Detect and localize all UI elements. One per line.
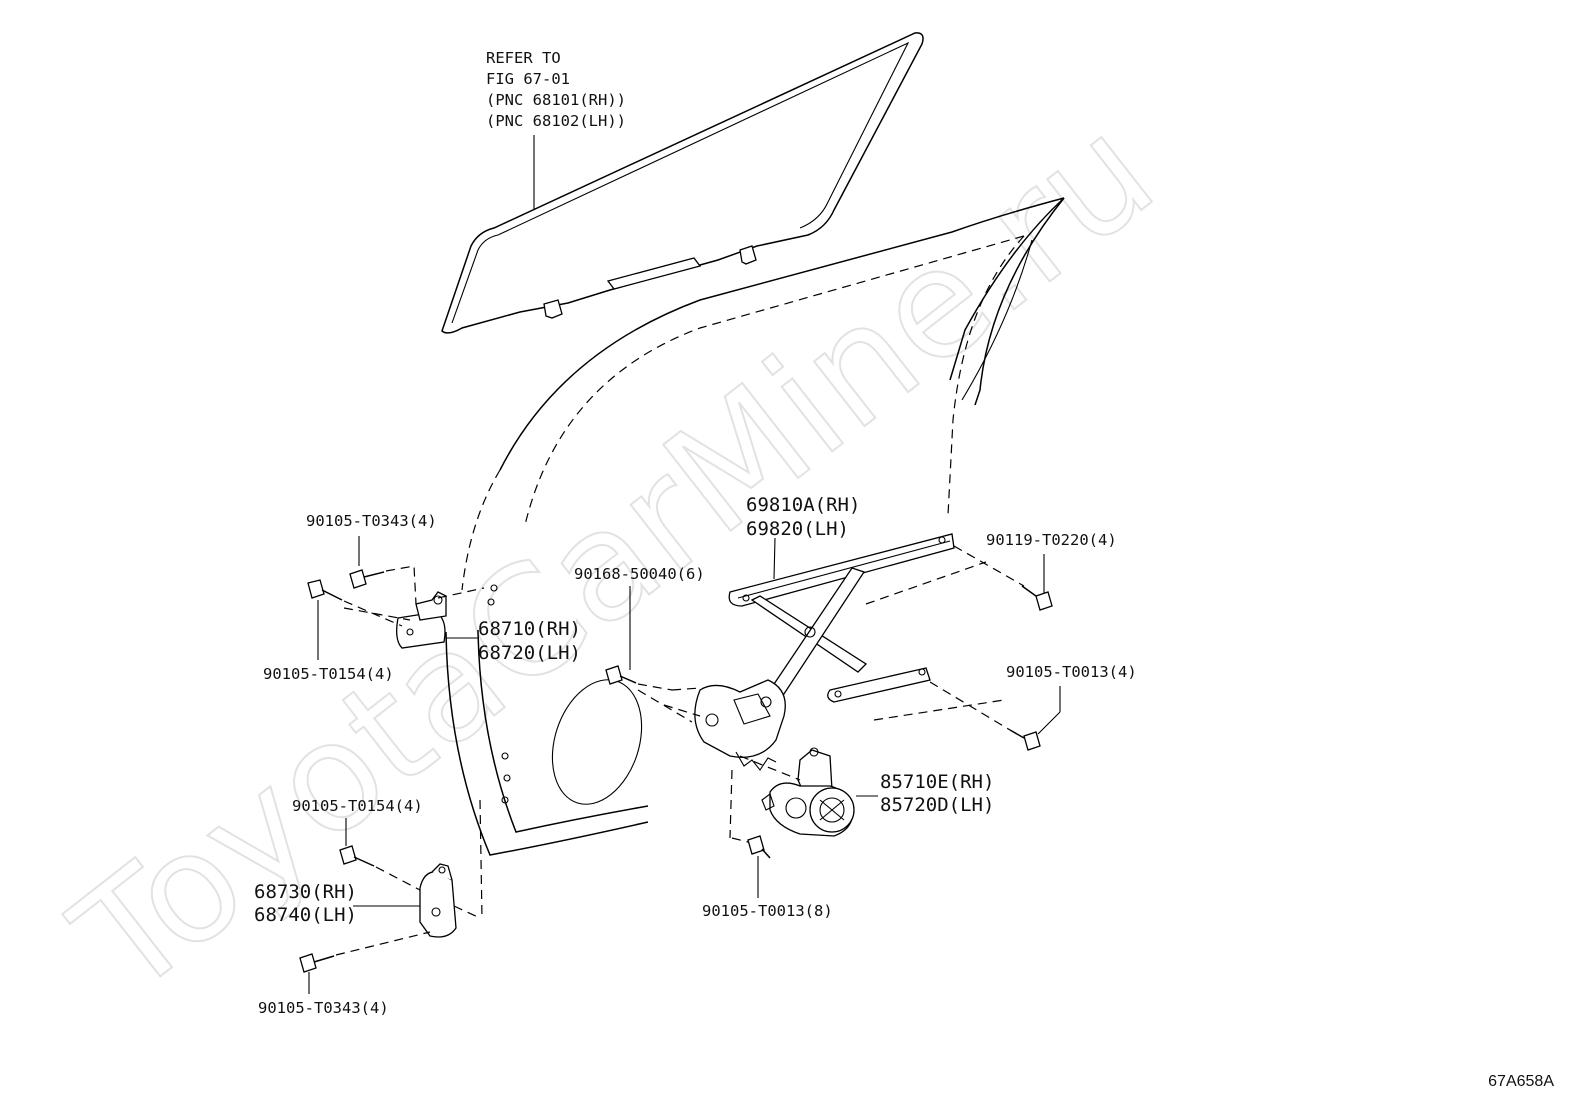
label-69810a-rh: 69810A(RH) [746, 494, 860, 516]
label-68730-rh: 68730(RH) [254, 881, 357, 903]
label-69820-lh: 69820(LH) [746, 518, 849, 540]
figure-code: 67A658A [1488, 1073, 1554, 1090]
lower-hinge [419, 863, 481, 938]
label-85710e-rh: 85710E(RH) [880, 771, 994, 793]
upper-hinge [396, 591, 478, 649]
window-motor [729, 747, 878, 839]
label-68710-rh: 68710(RH) [478, 618, 581, 640]
bolt-upper-side [307, 579, 411, 660]
bolt-motor-bottom [731, 835, 771, 898]
label-90105-t0013-right: 90105-T0013(4) [1006, 663, 1137, 681]
bolt-lower-top [339, 818, 421, 891]
label-90168-50040: 90168-50040(6) [574, 565, 705, 583]
label-90105-t0013-bottom: 90105-T0013(8) [702, 902, 833, 920]
glass-ref-line4: (PNC 68102(LH)) [486, 112, 626, 130]
label-90105-t0154-top: 90105-T0154(4) [263, 665, 394, 683]
label-85720d-lh: 85720D(LH) [880, 794, 994, 816]
glass-ref-line3: (PNC 68101(RH)) [486, 91, 626, 109]
door-frame [445, 197, 1065, 919]
label-90105-t0343-top: 90105-T0343(4) [306, 512, 437, 530]
glass-ref-line1: REFER TO [486, 49, 561, 67]
glass-ref-line2: FIG 67-01 [486, 70, 570, 88]
bolt-upper-top [349, 536, 485, 605]
label-90119-t0220: 90119-T0220(4) [986, 531, 1117, 549]
bolt-lower-bottom [299, 931, 431, 994]
label-68720-lh: 68720(LH) [478, 642, 581, 664]
bolt-arm-right [1009, 686, 1061, 751]
bolt-regulator-left [605, 586, 693, 723]
bolt-rail-right [1021, 554, 1053, 611]
watermark: ToyotaCarMine.ru [44, 84, 1185, 1028]
window-regulator [663, 533, 1025, 771]
label-glass-reference: REFER TO FIG 67-01 (PNC 68101(RH)) (PNC … [486, 49, 626, 130]
label-68740-lh: 68740(LH) [254, 904, 357, 926]
label-90105-t0154-bottom: 90105-T0154(4) [292, 797, 423, 815]
door-glass [441, 32, 924, 334]
label-90105-t0343-bottom: 90105-T0343(4) [258, 999, 389, 1017]
